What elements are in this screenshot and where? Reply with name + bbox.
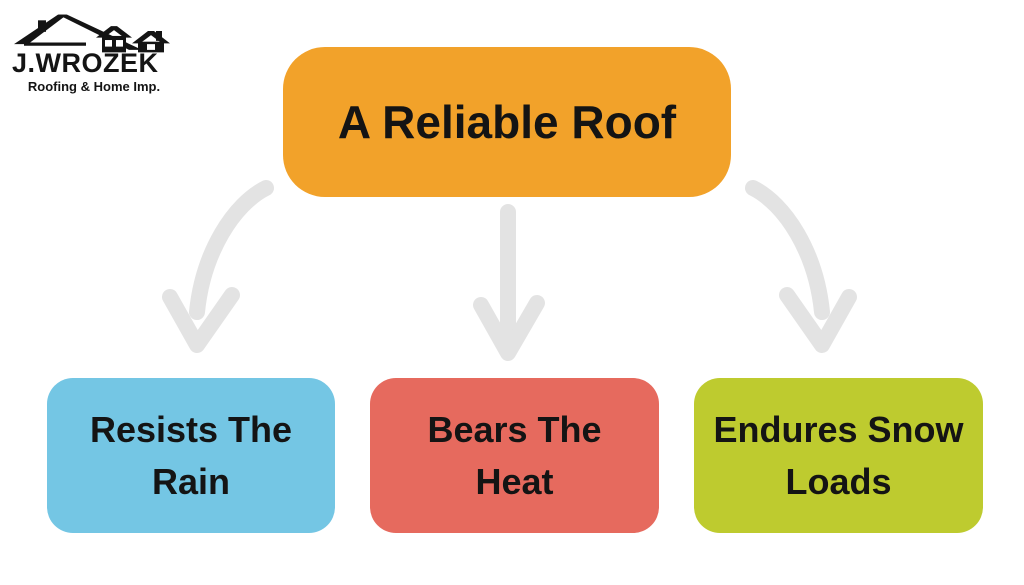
child-node-endures-snow: Endures Snow Loads (694, 378, 983, 533)
roof-silhouette-icon (14, 14, 170, 53)
company-logo: J.WROZEK Roofing & Home Imp. (12, 8, 176, 93)
logo-company-name: J.WROZEK (12, 48, 159, 78)
curved-arrow-down-left-icon (162, 180, 274, 353)
root-node-label: A Reliable Roof (337, 96, 677, 148)
straight-arrow-down-icon (473, 204, 545, 361)
root-node-reliable-roof: A Reliable Roof (283, 47, 731, 197)
curved-arrow-down-right-icon (745, 180, 857, 353)
child-node-bears-heat: Bears The Heat (370, 378, 659, 533)
logo-tagline: Roofing & Home Imp. (27, 79, 161, 94)
child-node-label: Endures Snow Loads (713, 408, 964, 502)
child-node-label: Resists The Rain (89, 408, 293, 502)
child-node-label: Bears The Heat (427, 408, 602, 502)
child-node-resists-rain: Resists The Rain (47, 378, 335, 533)
